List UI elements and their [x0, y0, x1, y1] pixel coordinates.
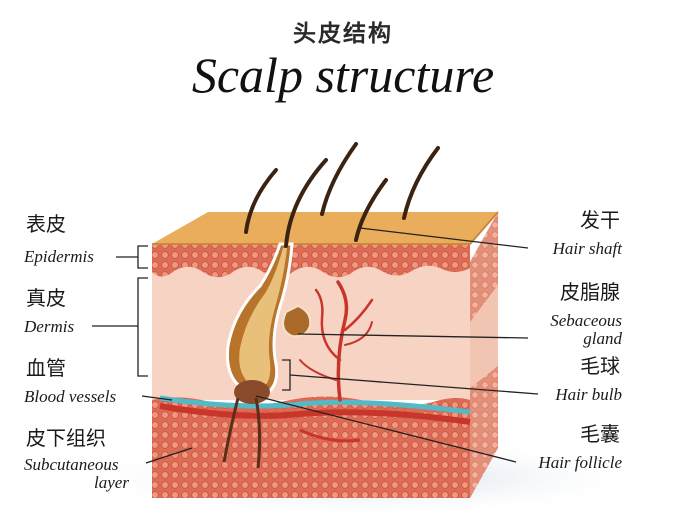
vein-line	[159, 395, 471, 415]
left-callouts	[92, 245, 193, 464]
scalp-edge	[152, 211, 499, 245]
sebaceous-gland	[282, 304, 312, 338]
label-hair-follicle-cn: 毛囊	[580, 422, 620, 446]
label-hair-shaft-en: Hair shaft	[552, 239, 622, 258]
label-hair-shaft-cn: 发干	[580, 208, 620, 232]
title-english: Scalp structure	[191, 47, 495, 103]
label-sebaceous-cn: 皮脂腺	[560, 280, 620, 304]
label-dermis-cn: 真皮	[26, 286, 66, 310]
label-subcutaneous-en-1: Subcutaneous	[24, 455, 119, 474]
label-subcutaneous-cn: 皮下组织	[26, 426, 106, 450]
epidermis-layer	[152, 244, 470, 278]
label-subcutaneous-en-2: layer	[94, 473, 129, 492]
artery-line	[159, 403, 471, 425]
label-epidermis-cn: 表皮	[26, 212, 66, 236]
label-hair-bulb-en: Hair bulb	[555, 385, 622, 404]
label-hair-follicle-en: Hair follicle	[538, 453, 622, 472]
label-sebaceous-en-2: gland	[583, 329, 622, 348]
label-blood-vessels-cn: 血管	[26, 356, 66, 380]
label-blood-vessels-en: Blood vessels	[24, 387, 117, 406]
label-sebaceous-en-1: Sebaceous	[550, 311, 622, 330]
label-epidermis-en: Epidermis	[24, 247, 94, 266]
label-hair-bulb-cn: 毛球	[580, 354, 620, 378]
block-right-face	[470, 212, 498, 498]
dermis-layer	[152, 262, 470, 400]
label-dermis-en: Dermis	[24, 317, 75, 336]
hair-follicle	[222, 242, 294, 469]
artery-branch-lower	[299, 428, 361, 443]
hair-strands	[244, 142, 440, 248]
right-callouts	[255, 227, 539, 463]
scalp-surface	[152, 212, 498, 244]
title-chinese: 头皮结构	[293, 21, 393, 47]
